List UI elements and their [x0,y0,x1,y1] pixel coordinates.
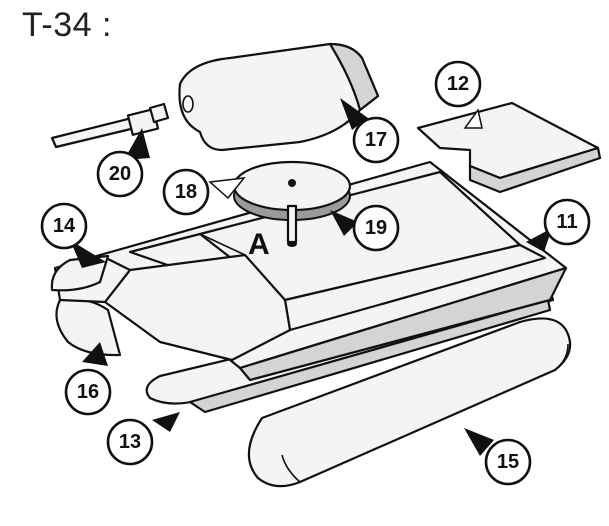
part-17-turret-cover [178,42,380,152]
part-11-hull [53,160,568,382]
part-15-track-guard [247,317,572,488]
svg-text:14: 14 [53,215,76,237]
svg-text:12: 12 [447,73,469,95]
part-16-front-end [55,298,122,357]
callout-12: 12 [434,60,482,108]
callout-14: 14 [40,202,88,250]
svg-text:11: 11 [556,211,577,233]
callout-19: 19 [352,204,400,252]
pointer-16 [82,342,108,366]
pointer-13 [152,412,180,432]
svg-text:15: 15 [497,451,519,473]
svg-text:16: 16 [77,381,99,403]
callout-17: 17 [352,116,400,164]
part-18-turret-disk [232,160,352,247]
pointer-19 [330,210,358,236]
callout-13: 13 [106,418,154,466]
svg-text:13: 13 [119,431,141,453]
callout-18: 18 [162,168,210,216]
part-20-gun-barrel [50,102,170,149]
part-12-rear-plate [416,101,602,194]
svg-text:20: 20 [109,163,131,185]
svg-text:19: 19 [365,217,387,239]
pointer-14 [70,240,106,268]
marker-letter-a: A [248,228,270,261]
pointer-15 [464,428,494,456]
pointer-12 [463,108,483,129]
callout-16: 16 [64,368,112,416]
pointer-20 [124,128,150,160]
pointer-18 [208,177,246,200]
pointer-17 [340,98,368,130]
svg-text:17: 17 [365,129,387,151]
model-title: T-34 : [22,6,112,44]
callout-15: 15 [484,438,532,486]
callout-11: 11 [543,198,591,246]
pointer-11 [526,228,552,252]
callout-20: 20 [96,150,144,198]
svg-text:18: 18 [175,181,197,203]
